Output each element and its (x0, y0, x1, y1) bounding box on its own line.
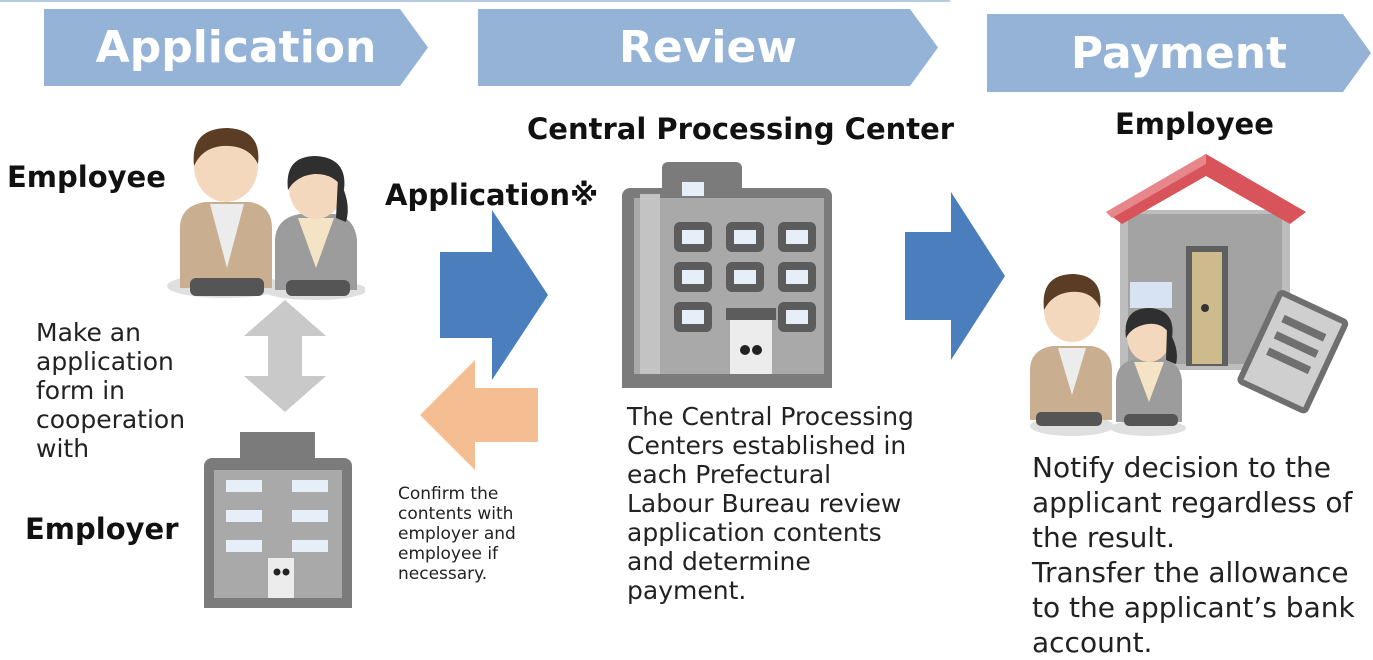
make-form-text: Make an application form in cooperation … (36, 318, 185, 463)
confirm-line: employee if (398, 544, 499, 564)
review-line: Centers established in (627, 431, 907, 460)
step-application-chevron: Application (44, 9, 428, 86)
step-application-label: Application (95, 22, 377, 73)
confirm-text: Confirm the contents with employer and e… (398, 484, 516, 584)
confirm-line: contents with (398, 504, 514, 524)
submit-arrow (440, 210, 548, 380)
payment-line: the result. (1032, 521, 1175, 554)
step-review-chevron: Review (478, 9, 938, 86)
review-line: payment. (627, 576, 747, 605)
make-form-line: Make an (36, 318, 141, 347)
payment-line: account. (1032, 626, 1153, 659)
step-payment-label: Payment (1070, 27, 1288, 79)
employer-building-icon (204, 432, 352, 608)
payment-description: Notify decision to the applicant regardl… (1032, 450, 1355, 660)
confirm-line: employer and (398, 524, 516, 544)
payment-employee-label: Employee (1115, 107, 1274, 141)
submit-application-label: Application※ (385, 178, 599, 212)
step-payment-chevron: Payment (987, 14, 1371, 92)
processing-center-building-icon (622, 162, 832, 388)
make-form-line: with (36, 434, 90, 463)
payment-house-icon (1030, 154, 1349, 436)
confirm-line: necessary. (398, 564, 488, 584)
step-review-label: Review (619, 22, 797, 73)
confirm-line: Confirm the (398, 484, 499, 504)
exchange-arrow (244, 300, 326, 412)
payment-arrow (905, 192, 1005, 360)
review-line: The Central Processing (627, 402, 914, 431)
review-description: The Central Processing Centers establish… (627, 402, 914, 605)
payment-line: applicant regardless of (1032, 486, 1353, 519)
payment-line: Transfer the allowance (1032, 556, 1349, 589)
make-form-line: application (36, 347, 174, 376)
employee-label: Employee (7, 160, 166, 194)
make-form-line: form in (36, 376, 126, 405)
employee-couple-icon (167, 128, 365, 300)
payment-line: Notify decision to the (1032, 451, 1331, 484)
review-line: Labour Bureau review (627, 489, 902, 518)
center-title: Central Processing Center (527, 112, 955, 146)
review-line: application contents (627, 518, 882, 547)
make-form-line: cooperation (36, 405, 186, 434)
confirm-back-arrow (420, 360, 538, 470)
payment-line: to the applicant’s bank (1032, 591, 1355, 624)
employer-label: Employer (25, 512, 179, 546)
review-line: each Prefectural (627, 460, 832, 489)
review-line: and determine (627, 547, 811, 576)
top-rule (0, 0, 950, 2)
